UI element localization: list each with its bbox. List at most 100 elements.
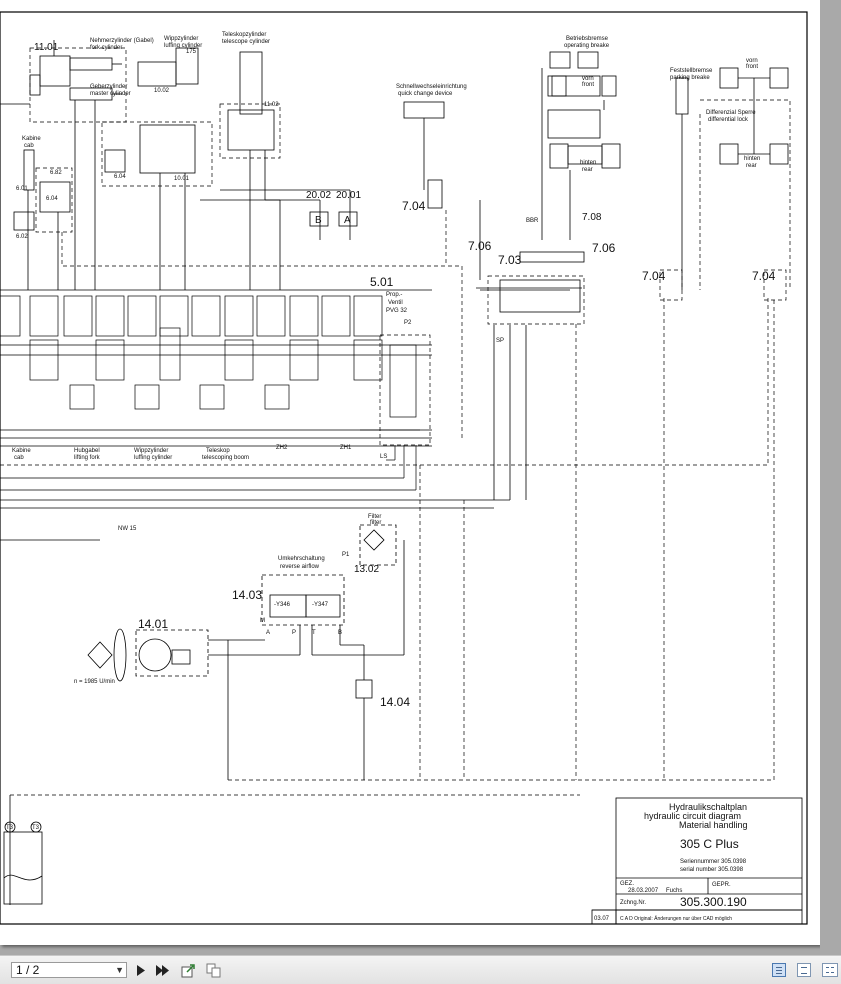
label-m: M: [260, 618, 265, 624]
label-kabine: Kabine: [22, 136, 41, 142]
continuous-view-icon[interactable]: [797, 963, 811, 977]
label-tele: Teleskopzylinder: [222, 32, 266, 38]
label-betrieb-en: operating breake: [564, 43, 610, 49]
label-valve-tele: Teleskop: [206, 448, 230, 454]
label-13-02: 13.02: [354, 564, 379, 575]
label-bbr: BBR: [526, 218, 539, 224]
label-t3b: T3: [32, 825, 40, 831]
page-number-select[interactable]: 1 / 2 ▼: [11, 962, 127, 978]
label-vorn: vorn: [582, 76, 594, 82]
label-vorn2: vorn: [746, 58, 758, 64]
pdf-page: 11.01 Nehmerzylinder (Gabel) fork cylind…: [0, 0, 820, 945]
label-wipp-en: luffing cylinder: [164, 43, 202, 49]
label-betrieb: Betriebsbremse: [566, 36, 609, 42]
label-diff-en: differential lock: [708, 117, 749, 123]
label-11-01: 11.01: [34, 42, 59, 53]
label-filter: Filter: [368, 514, 381, 520]
label-20-02: 20.02: [306, 190, 331, 201]
label-geber: Geberzylinder: [90, 84, 127, 90]
label-sp: SP: [496, 338, 504, 344]
label-14-03: 14.03: [232, 588, 262, 602]
label-valve-hubgabel: Hubgabel: [74, 448, 100, 454]
label-hinten: hinten: [580, 160, 596, 166]
label-fest-en: parking breake: [670, 75, 710, 81]
label-diff: Differenzial Sperre: [706, 110, 756, 116]
label-valve-ls: LS: [380, 454, 387, 460]
label-valve-cab: cab: [14, 455, 24, 461]
title-date: 28.03.2007: [628, 888, 659, 894]
label-rpm: n = 1985 U/min: [74, 679, 115, 685]
title-serial-de: Seriennummer 305.0398: [680, 859, 747, 865]
label-7-04c: 7.04: [752, 269, 776, 283]
title-line3: Material handling: [679, 820, 748, 830]
title-model: 305 C Plus: [680, 837, 739, 851]
label-valve-kabine: Kabine: [12, 448, 31, 454]
label-prop: Prop.-: [386, 292, 402, 298]
label-175: 175: [186, 49, 197, 55]
label-7-06a: 7.06: [468, 239, 492, 253]
title-line2: hydraulic circuit diagram: [644, 811, 741, 821]
label-rear2: rear: [746, 163, 757, 169]
label-schnell-en: quick change device: [398, 91, 453, 97]
label-rear: rear: [582, 167, 593, 173]
label-front: front: [582, 82, 594, 88]
label-b: B: [338, 630, 342, 636]
label-geber-en: master cylinder: [90, 91, 131, 97]
label-y346: -Y346: [274, 602, 291, 608]
label-pvg: PVG 32: [386, 308, 408, 314]
page-thumbnails-icon[interactable]: [206, 962, 222, 978]
single-page-view-icon[interactable]: [772, 963, 786, 977]
document-viewport[interactable]: 11.01 Nehmerzylinder (Gabel) fork cylind…: [0, 0, 841, 955]
label-7-04: 7.04: [402, 199, 426, 213]
title-serial-en: serial number 305.0398: [680, 867, 744, 873]
last-page-icon[interactable]: [155, 962, 171, 978]
label-p1: P1: [342, 552, 350, 558]
dropdown-arrow-icon: ▼: [115, 965, 124, 975]
export-page-icon[interactable]: [181, 962, 197, 978]
label-10-02: 10.02: [154, 88, 170, 94]
label-11-02: 11.02: [264, 102, 279, 108]
label-10-01: 10.01: [174, 176, 190, 182]
label-14-01: 14.01: [138, 617, 168, 631]
vertical-scrollbar[interactable]: [820, 0, 841, 955]
label-p: P: [292, 630, 296, 636]
label-valve-wipp: Wippzylinder: [134, 448, 168, 454]
label-umkehr: Umkehrschaltung: [278, 556, 325, 562]
label-hinten2: hinten: [744, 156, 760, 162]
label-port-a: A: [344, 215, 351, 226]
label-nw15: NW 15: [118, 526, 137, 532]
label-6-02: 6.02: [16, 234, 28, 240]
next-page-icon[interactable]: [133, 962, 149, 978]
title-cad-note: C A D Original: Änderungen nur über CAD …: [620, 915, 732, 922]
label-valve-luffing: luffing cylinder: [134, 455, 172, 461]
label-port-b: B: [315, 215, 322, 226]
title-drawing-no: 305.300.190: [680, 895, 747, 909]
label-valve-zh2: ZH2: [276, 445, 288, 451]
title-zchng: Zchng.Nr.: [620, 900, 646, 906]
label-6-04: 6.04: [114, 174, 126, 180]
label-reverse: reverse airflow: [280, 564, 320, 570]
viewer-toolbar: 1 / 2 ▼: [0, 955, 841, 984]
label-nehmer-en: fork cylinder: [90, 45, 122, 51]
label-7-03: 7.03: [498, 253, 522, 267]
label-p2: P2: [404, 320, 412, 326]
label-nehmer: Nehmerzylinder (Gabel): [90, 38, 154, 44]
title-gez: GEZ.: [620, 881, 634, 887]
label-t3a: T3: [6, 825, 14, 831]
title-gepr: GEPR.: [712, 882, 731, 888]
label-wipp: Wippzylinder: [164, 36, 198, 42]
title-rev: 03.07: [594, 916, 610, 922]
two-page-view-icon[interactable]: [822, 963, 838, 977]
label-t: T: [312, 630, 316, 636]
label-5-01: 5.01: [370, 275, 394, 289]
label-a: A: [266, 630, 270, 636]
label-7-06b: 7.06: [592, 241, 616, 255]
label-6-82: 6.82: [50, 170, 62, 176]
label-6-04b: 6.04: [46, 196, 58, 202]
label-valve-zh1: ZH1: [340, 445, 352, 451]
label-6-01: 6.01: [16, 186, 28, 192]
label-fest: Feststellbremse: [670, 68, 713, 74]
label-schnell: Schnellwechseleinrichtung: [396, 84, 467, 90]
label-ventil: Ventil: [388, 300, 403, 306]
title-author: Fuchs: [666, 888, 682, 894]
